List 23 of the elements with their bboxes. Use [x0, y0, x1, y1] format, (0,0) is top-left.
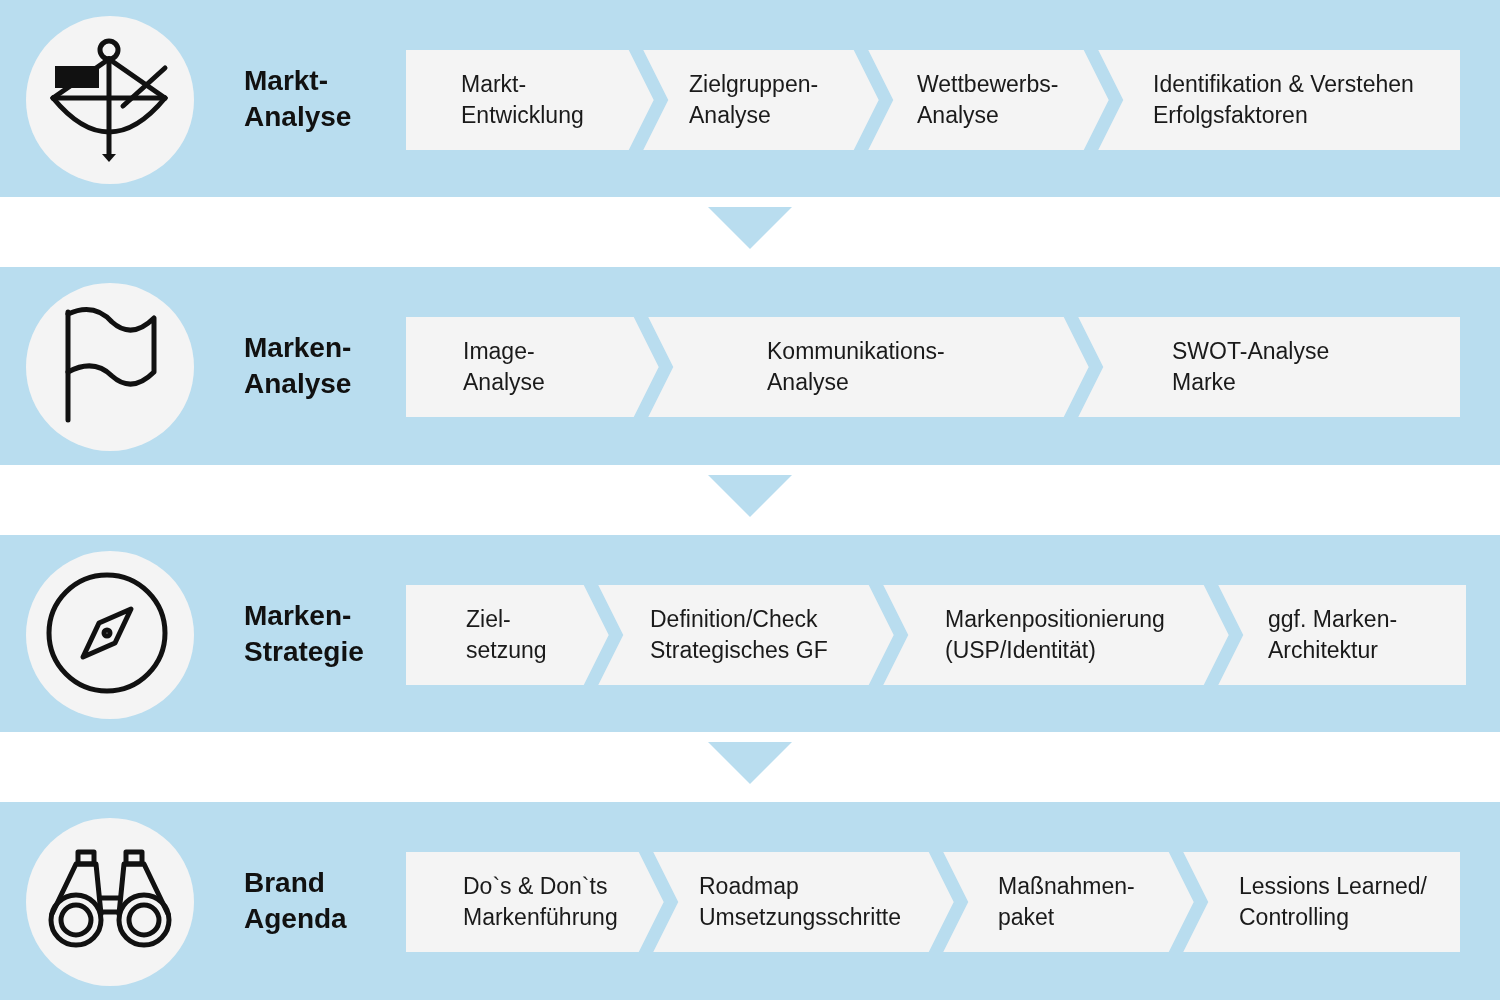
- phase-band: [0, 267, 1500, 465]
- step-label: Wettbewerbs- Analyse: [917, 70, 1060, 130]
- step-label: Zielgruppen- Analyse: [689, 70, 820, 130]
- step-label: Kommunikations- Analyse: [767, 337, 946, 397]
- step-label: Maßnahmen- paket: [998, 872, 1136, 932]
- step-label: SWOT-Analyse Marke: [1172, 337, 1331, 397]
- phase-heading: Marken- Analyse: [244, 331, 353, 401]
- step-label: Markenpositionierung (USP/Identität): [945, 605, 1166, 665]
- step-label: Roadmap Umsetzungsschritte: [699, 872, 902, 932]
- step-label: Ziel- setzung: [466, 605, 548, 665]
- step-label: Identifikation & Verstehen Erfolgsfaktoren: [1153, 70, 1415, 130]
- step-label: Markt- Entwicklung: [461, 70, 585, 130]
- step-label: Lessions Learned/ Controlling: [1239, 872, 1428, 932]
- step-label: Image- Analyse: [463, 337, 546, 397]
- phase-band: [0, 802, 1500, 1000]
- step-label: Definition/Check Strategisches GF: [650, 605, 829, 665]
- step-label: Do`s & Don`ts Markenführung: [463, 872, 619, 932]
- phase-heading: Marken- Strategie: [244, 598, 365, 669]
- phase-heading: Markt- Analyse: [244, 63, 353, 134]
- phase-heading: Brand Agenda: [244, 866, 348, 936]
- phase-band: [0, 0, 1500, 197]
- phase-band: [0, 535, 1500, 732]
- step-label: ggf. Marken- Architektur: [1268, 605, 1399, 665]
